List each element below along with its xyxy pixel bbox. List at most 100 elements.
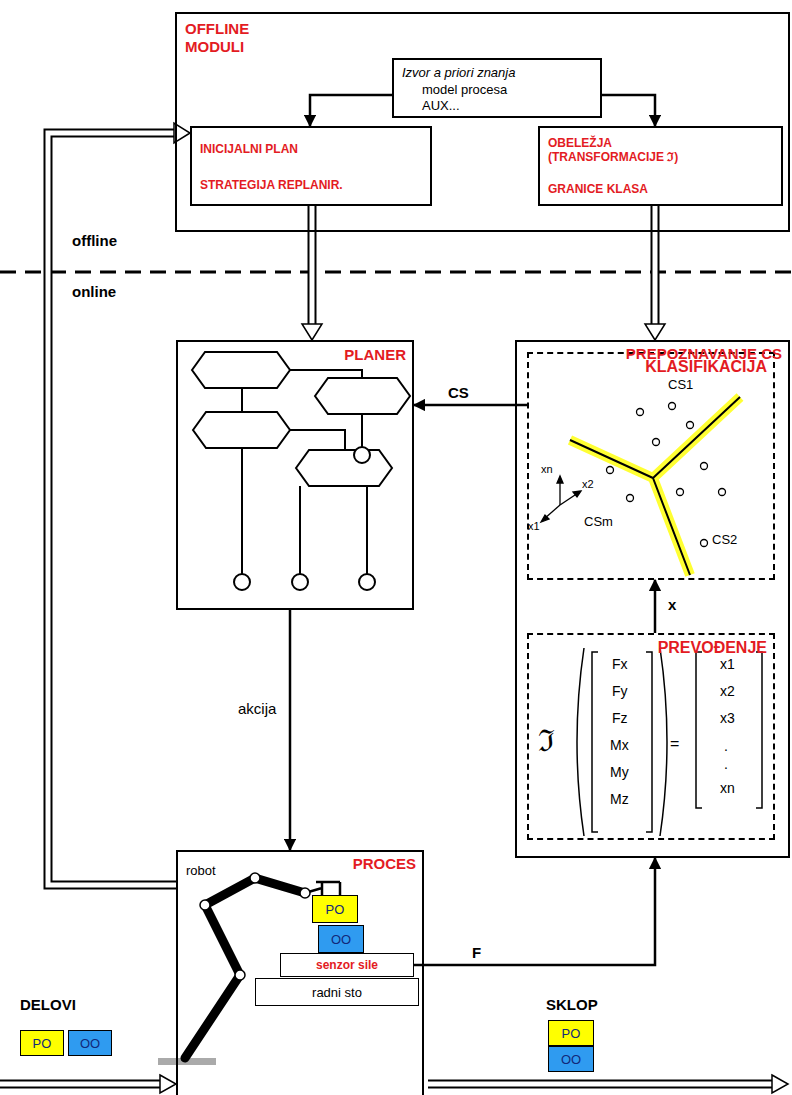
classification-box: KLASIFIKACIJA	[527, 352, 775, 580]
edge-label: x	[666, 596, 678, 613]
process-box: PROCESsenzor sileradni stoPOOO	[176, 850, 424, 1095]
matrix-entry: .	[724, 756, 728, 772]
plan-tree	[366, 486, 368, 574]
node-text: GRANICE KLASA	[548, 182, 648, 196]
translation-box: PREVOĐENJE	[527, 633, 775, 840]
plan-tree	[290, 430, 345, 450]
matrix-entry: My	[610, 764, 629, 780]
matrix-entry: x3	[720, 710, 735, 726]
connector	[645, 206, 665, 340]
feature-points	[637, 409, 644, 416]
plan-box: INICIJALNI PLAN STRATEGIJA REPLANIR.	[190, 126, 432, 206]
part-oo: OO	[68, 1030, 112, 1056]
node-heading: PO	[549, 1026, 593, 1042]
node-heading: OFFLINE MODULI	[185, 20, 295, 56]
node-heading: PREVOĐENJE	[658, 638, 767, 657]
feature-axes	[557, 476, 563, 483]
connector-inner	[48, 133, 176, 885]
module-frame: OFFLINE MODULI Izvor a priori znanjamodel…	[175, 12, 790, 232]
matrix-entry: .	[724, 738, 728, 754]
feature-axes	[573, 491, 581, 497]
plan-tree	[290, 370, 362, 378]
plan-tree	[361, 414, 363, 447]
node-heading: OO	[549, 1052, 593, 1068]
zone-label: offline	[72, 232, 117, 249]
planner-box: PLANER	[176, 340, 414, 610]
part-po: PO	[312, 895, 358, 923]
axis-label: xn	[541, 463, 553, 476]
part-po: PO	[548, 1020, 594, 1046]
feature-points	[677, 489, 684, 496]
material-flow-arrows	[0, 1082, 161, 1087]
connector	[602, 95, 655, 126]
plan-tree	[315, 378, 410, 414]
feature-axes	[541, 515, 549, 522]
group-label: DELOVI	[20, 996, 76, 1013]
node-heading: PLANER	[344, 346, 406, 364]
connector	[290, 610, 291, 850]
matrix-brackets	[696, 652, 702, 808]
plan-tree	[234, 574, 250, 590]
connector	[310, 95, 392, 126]
matrix-entry: Fz	[612, 710, 628, 726]
edge-label: akcija	[236, 700, 278, 717]
plan-tree	[241, 388, 243, 412]
connector-line	[414, 858, 655, 965]
robot-arm	[200, 900, 210, 910]
class-label: CSm	[584, 515, 613, 530]
feature-box: OBELEŽJA (TRANSFORMACIJE ℑ) GRANICE KLASA	[538, 126, 783, 206]
matrix-entry: x1	[720, 656, 735, 672]
feature-points	[627, 495, 634, 502]
transform-symbol: ℑ	[538, 724, 555, 759]
recognition-box: PREPOZNAVANJE CSKLASIFIKACIJAPREVOĐENJE	[515, 340, 790, 858]
matrix-brackets	[660, 648, 667, 836]
robot-arm	[235, 970, 245, 980]
robot-label: robot	[186, 864, 216, 879]
node-heading: OBELEŽJA (TRANSFORMACIJE ℑ)	[548, 136, 718, 165]
plan-tree	[241, 448, 243, 574]
feature-points	[687, 422, 694, 429]
matrix-brackets	[756, 652, 762, 808]
knowledge-box: Izvor a priori znanjamodel procesa AUX..…	[392, 58, 602, 118]
material-flow-arrows	[0, 1075, 788, 1093]
material-flow-arrows	[428, 1080, 772, 1089]
matrix-brackets	[646, 652, 652, 832]
node-heading: PROCES	[353, 855, 416, 873]
node-text: STRATEGIJA REPLANIR.	[200, 178, 343, 192]
axis-label: x1	[528, 520, 540, 533]
feature-points	[653, 439, 660, 446]
class-boundaries	[570, 397, 740, 575]
matrix-equals: =	[670, 735, 679, 753]
plan-tree	[192, 352, 290, 388]
node-heading: INICIJALNI PLAN	[200, 142, 298, 156]
node-heading: senzor sile	[281, 958, 413, 972]
feature-axes	[541, 476, 581, 522]
online-offline-divider	[0, 272, 792, 273]
feature-points	[719, 489, 726, 496]
plan-tree	[192, 352, 410, 590]
edge-label: F	[470, 944, 483, 961]
robot-arm	[250, 873, 260, 883]
plan-tree	[359, 574, 375, 590]
work-table: radni sto	[255, 978, 419, 1006]
material-flow-arrows	[427, 1082, 773, 1087]
node-heading: PO	[313, 902, 357, 918]
node-text: model procesa AUX...	[422, 82, 522, 113]
matrix-entry: x2	[720, 683, 735, 699]
connector-inner	[310, 206, 315, 324]
feature-points	[701, 540, 708, 547]
node-heading: radni sto	[256, 985, 418, 1001]
material-flow-arrows	[0, 1080, 160, 1089]
material-flow-arrows	[772, 1075, 788, 1093]
part-po: PO	[20, 1030, 64, 1056]
feature-points	[607, 467, 614, 474]
matrix-brackets	[592, 652, 598, 832]
plan-tree	[296, 450, 392, 486]
feature-points	[607, 403, 726, 547]
part-oo: OO	[548, 1046, 594, 1072]
node-heading: PO	[21, 1036, 63, 1052]
matrix-entry: Mz	[610, 791, 629, 807]
connector-line	[654, 580, 657, 633]
feature-axes	[559, 480, 560, 505]
